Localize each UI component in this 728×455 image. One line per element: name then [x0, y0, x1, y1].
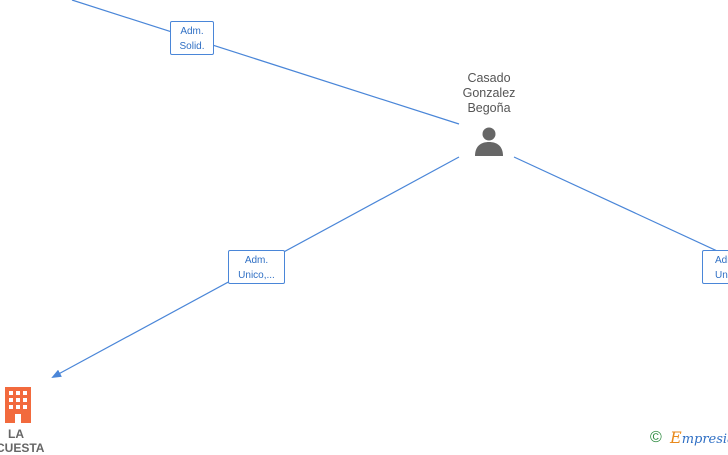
- edge-label-line-2: Unico,...: [715, 270, 728, 281]
- edge-label-line-1: Adm.: [180, 26, 204, 37]
- edge-label-line-1: Adm.: [715, 255, 728, 266]
- edge-label-line-2: Solid.: [179, 41, 205, 52]
- edge-label-adm-solid[interactable]: Adm. Solid.: [170, 21, 214, 55]
- person-name-line-2: Gonzalez: [462, 86, 516, 100]
- brand-wordmark: Empresia: [670, 429, 728, 449]
- person-silhouette-icon[interactable]: [473, 125, 505, 157]
- person-name-line-1: Casado: [467, 71, 511, 85]
- brand-rest: mpresia: [681, 432, 728, 447]
- edge-label-line-1: Adm.: [244, 255, 269, 266]
- edge-label-adm-unico-left[interactable]: Adm. Unico,...: [228, 250, 285, 284]
- company-name[interactable]: LA CUESTA: [0, 427, 45, 455]
- person-name-line-3: Begoña: [467, 101, 511, 115]
- company-name-line-1: LA: [8, 427, 24, 441]
- building-icon[interactable]: [3, 387, 33, 423]
- brand-initial: E: [670, 428, 682, 447]
- company-name-line-2: CUESTA: [0, 441, 45, 455]
- copyright-icon: ©: [650, 429, 662, 446]
- edge-line-right: [513, 156, 728, 257]
- person-name[interactable]: Casado Gonzalez Begoña: [439, 71, 539, 116]
- edge-line-top: [71, 0, 460, 125]
- edge-label-adm-unico-right[interactable]: Adm. Unico,...: [702, 250, 728, 284]
- edge-label-line-2: Unico,...: [238, 270, 275, 281]
